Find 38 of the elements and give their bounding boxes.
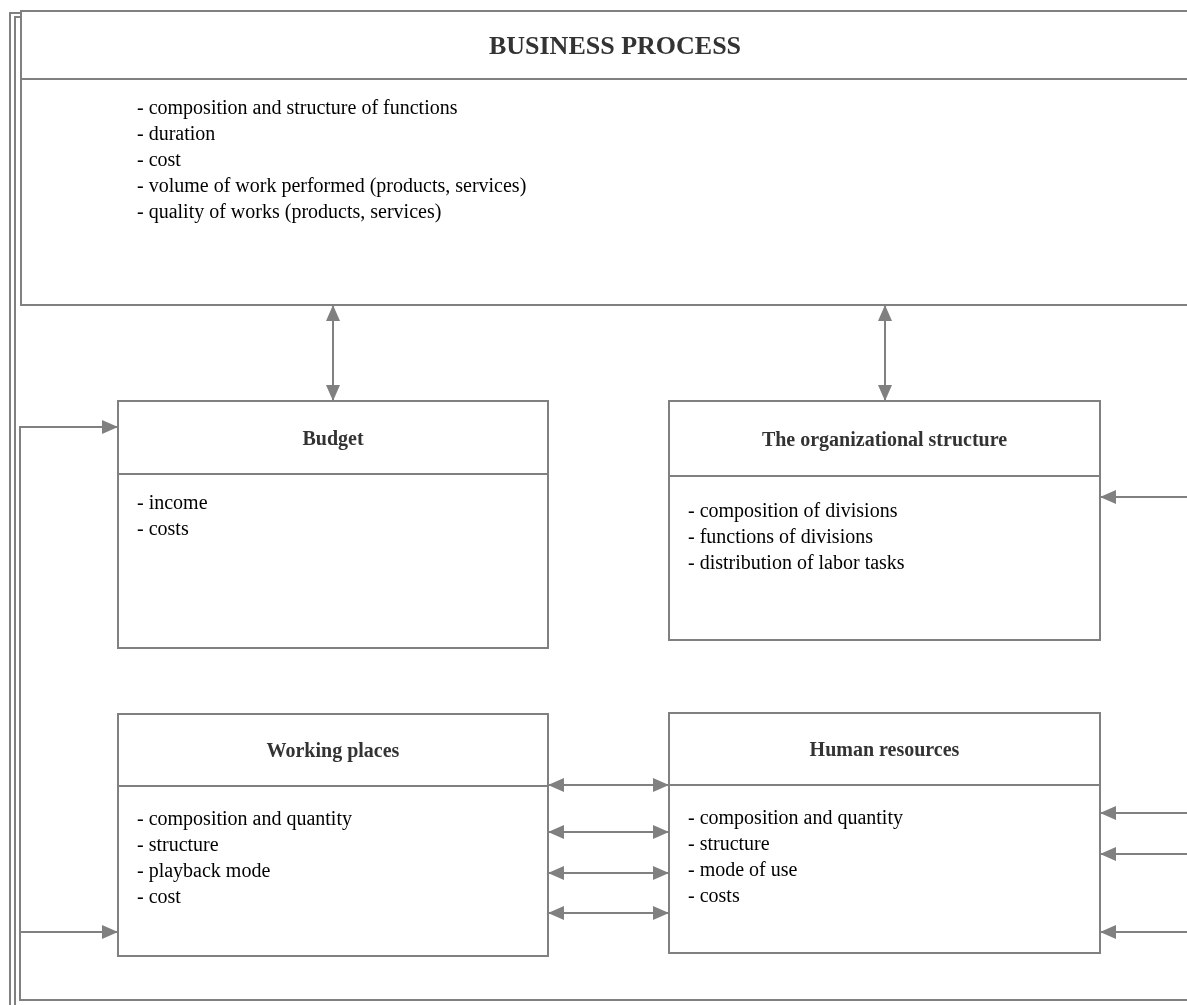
arrow — [1100, 847, 1187, 861]
list-item: - cost — [137, 884, 181, 909]
list-item: - composition of divisions — [688, 498, 898, 523]
list-item: - structure — [688, 831, 770, 856]
entity-box — [117, 713, 549, 957]
arrow — [548, 866, 669, 880]
arrow — [1100, 490, 1187, 504]
list-item: - playback mode — [137, 858, 271, 883]
arrow — [548, 906, 669, 920]
list-item: - distribution of labor tasks — [688, 550, 905, 575]
arrow — [878, 305, 892, 401]
list-item: - composition and structure of functions — [137, 95, 458, 120]
list-item: - structure — [137, 832, 219, 857]
arrow — [326, 305, 340, 401]
entity-box — [668, 400, 1101, 641]
list-item: - volume of work performed (products, services) — [137, 173, 527, 198]
arrow — [1100, 806, 1187, 820]
list-item: - costs — [688, 883, 740, 908]
arrow — [1100, 925, 1187, 939]
box-heading: Working places — [266, 738, 400, 764]
list-item: - mode of use — [688, 857, 798, 882]
box-heading: Budget — [302, 425, 364, 452]
box-heading: BUSINESS PROCESS — [488, 29, 742, 62]
arrow — [548, 825, 669, 839]
box-heading: The organizational structure — [761, 426, 1008, 453]
entity-box — [668, 712, 1101, 954]
entity-box — [117, 400, 549, 649]
box-heading: Human resources — [809, 737, 960, 762]
list-item: - duration — [137, 121, 216, 146]
list-item: - income — [137, 490, 208, 515]
list-item: - costs — [137, 516, 189, 541]
list-item: - composition and quantity — [137, 806, 352, 831]
list-item: - functions of divisions — [688, 524, 873, 549]
list-item: - cost — [137, 147, 181, 172]
arrow — [548, 778, 669, 792]
entity-box — [20, 10, 1187, 306]
list-item: - composition and quantity — [688, 805, 903, 830]
list-item: - quality of works (products, services) — [137, 199, 442, 224]
